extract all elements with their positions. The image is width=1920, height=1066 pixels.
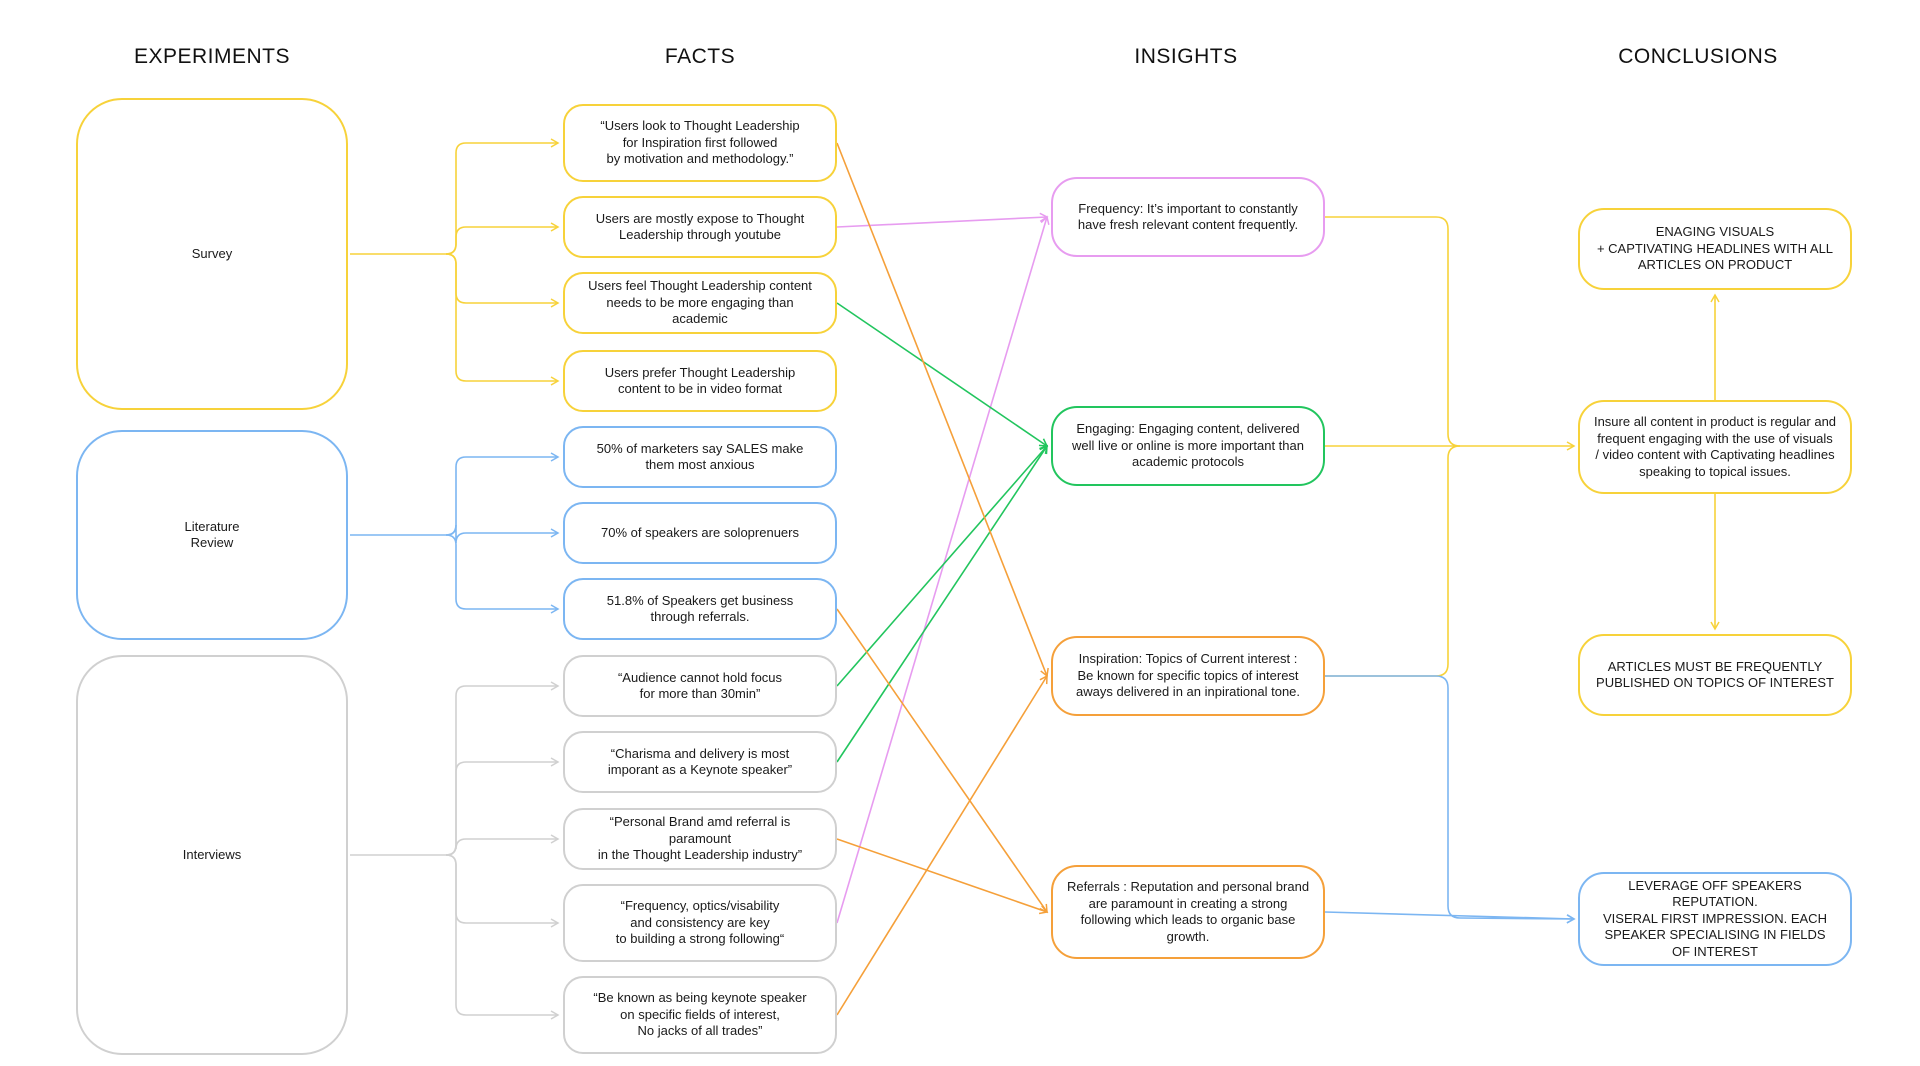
link-referrals-reputation [1324,911,1576,924]
survey-connector-branch-2 [445,253,560,308]
experiment-survey: Survey [76,98,348,410]
insight-referrals: Referrals : Reputation and personal bran… [1051,865,1325,959]
insight-engaging: Engaging: Engaging content, delivered we… [1051,406,1325,486]
interviews-connector-branch-1 [445,757,560,856]
link-charisma-engaging [836,444,1048,763]
header-conclusions: CONCLUSIONS [1618,45,1778,68]
interviews-connector-branch-2 [445,834,560,856]
survey-connector-branch-0 [445,138,560,255]
conclusion-frequent-articles: ARTICLES MUST BE FREQUENTLY PUBLISHED ON… [1578,634,1852,716]
fact-solopreneurs: 70% of speakers are soloprenuers [563,502,837,564]
header-facts: FACTS [664,45,736,68]
survey-connector-branch-1 [445,222,560,255]
link-inspiration-reputation [1325,675,1576,924]
header-insights: INSIGHTS [1134,45,1238,68]
literature-connector-branch-0 [445,452,560,536]
link-referrals-referrals [836,608,1048,914]
fact-youtube: Users are mostly expose to Thought Leade… [563,196,837,258]
link-inspiration-inspiration [836,142,1049,678]
fact-audience-focus: “Audience cannot hold focus for more tha… [563,655,837,717]
conclusion-regular-content: Insure all content in product is regular… [1578,400,1852,494]
link-youtube-frequency [836,212,1049,228]
fact-marketers-sales: 50% of marketers say SALES make them mos… [563,426,837,488]
insight-frequency: Frequency: It’s important to constantly … [1051,177,1325,257]
conclusion-visuals-headlines: ENAGING VISUALS + CAPTIVATING HEADLINES … [1578,208,1852,290]
fact-personal-brand: “Personal Brand amd referral is paramoun… [563,808,837,870]
fact-video-format: Users prefer Thought Leadership content … [563,350,837,412]
fact-referrals: 51.8% of Speakers get business through r… [563,578,837,640]
merge-frequency [1325,216,1461,447]
conclusion-speaker-reputation: LEVERAGE OFF SPEAKERS REPUTATION. VISERA… [1578,872,1852,966]
link-optics-frequency [836,215,1050,924]
fact-charisma: “Charisma and delivery is most imporant … [563,731,837,793]
fact-frequency-optics: “Frequency, optics/visability and consis… [563,884,837,962]
insight-inspiration: Inspiration: Topics of Current interest … [1051,636,1325,716]
merge-inspiration [1325,445,1461,677]
header-experiments: EXPERIMENTS [133,45,291,68]
interviews-connector-branch-0 [445,681,560,856]
experiment-interviews: Interviews [76,655,348,1055]
interviews-connector-branch-4 [445,854,560,1020]
fact-engaging: Users feel Thought Leadership content ne… [563,272,837,334]
experiment-literature-review: Literature Review [76,430,348,640]
interviews-connector-branch-3 [445,854,560,928]
fact-keynote-niche: “Be known as being keynote speaker on sp… [563,976,837,1054]
link-focus-engaging [836,444,1048,687]
survey-connector-branch-3 [445,253,560,386]
link-engaging-engaging [836,302,1049,447]
link-brand-referrals [836,838,1049,915]
link-keynote-inspiration [836,674,1048,1016]
literature-connector-branch-2 [445,534,560,614]
fact-inspiration: “Users look to Thought Leadership for In… [563,104,837,182]
literature-connector-branch-1 [445,524,560,544]
